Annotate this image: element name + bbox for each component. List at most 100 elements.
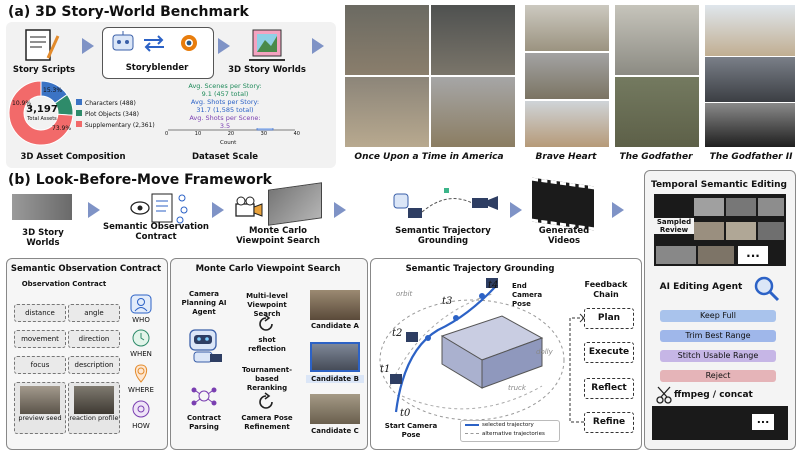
film1-photo-top2 bbox=[430, 4, 516, 76]
story-worlds-label: 3D Story Worlds bbox=[228, 65, 306, 75]
story-world-icon bbox=[249, 29, 285, 61]
arrow-b5 bbox=[612, 202, 624, 218]
mc-panel-title: Monte Carlo Viewpoint Search bbox=[195, 264, 341, 274]
camera-icon bbox=[235, 196, 263, 217]
review-frame bbox=[698, 246, 734, 264]
tick: 0 bbox=[165, 131, 169, 137]
chip-angle: angle bbox=[68, 304, 120, 322]
how-icon bbox=[132, 400, 150, 418]
film2-photo-bottom bbox=[524, 100, 610, 148]
chip-direction: direction bbox=[68, 330, 120, 348]
legend-item: Supplementary (2,361) bbox=[76, 120, 155, 131]
contract-icon bbox=[130, 193, 188, 224]
candidate-b-photo bbox=[310, 342, 360, 372]
film2-photo-top bbox=[524, 4, 610, 52]
review-dots: ... bbox=[738, 246, 768, 264]
legend-item: Characters (488) bbox=[76, 98, 155, 109]
legend-item: Plot Objects (348) bbox=[76, 109, 155, 120]
t1-label: t1 bbox=[380, 364, 391, 375]
preview-seed-label: preview seed bbox=[18, 414, 62, 422]
t0-label: t0 bbox=[400, 408, 411, 419]
arrow-a2 bbox=[218, 38, 230, 54]
legend-characters: Characters (488) bbox=[85, 100, 136, 107]
review-frame bbox=[694, 198, 724, 216]
planning-robot-icon bbox=[189, 329, 222, 363]
step-label-worlds: 3D Story Worlds bbox=[22, 228, 64, 248]
review-frame bbox=[656, 246, 696, 264]
legend-supp: Supplementary (2,361) bbox=[85, 122, 155, 129]
boxplot-axis bbox=[168, 128, 295, 131]
film-caption-2: Brave Heart bbox=[535, 152, 597, 162]
temporal-editing-title: Temporal Semantic Editing bbox=[651, 180, 787, 190]
arrow-b4 bbox=[510, 202, 522, 218]
film4-photo-mid bbox=[704, 56, 796, 104]
t3-label: t3 bbox=[442, 296, 453, 307]
start-pose-label: Start Camera Pose bbox=[384, 422, 438, 439]
chain-refine: Refine bbox=[584, 412, 634, 433]
legend-line-dashed bbox=[465, 433, 479, 434]
who-label: WHO bbox=[132, 316, 150, 324]
donut-slice-supp bbox=[8, 80, 74, 146]
blender-icon bbox=[181, 35, 197, 51]
when-label: WHEN bbox=[130, 350, 152, 358]
review-frame bbox=[758, 222, 784, 240]
review-frame bbox=[726, 222, 756, 240]
donut-pct-supp: 73.9% bbox=[52, 125, 72, 132]
tick: 10 bbox=[194, 131, 202, 137]
legend-swatch bbox=[76, 99, 82, 105]
robot-icon bbox=[112, 31, 134, 51]
tournament-label: Tournament-based Reranking bbox=[241, 366, 293, 392]
t2-label: t2 bbox=[392, 328, 403, 339]
donut-center-label: Total Assets bbox=[27, 116, 57, 122]
film3-photo-top bbox=[614, 4, 700, 76]
preview-seed-tile: preview seed bbox=[14, 382, 66, 434]
candidate-c-photo bbox=[310, 394, 360, 424]
donut-legend: Characters (488) Plot Objects (348) Supp… bbox=[76, 98, 155, 131]
reaction-profile-label: reaction profile bbox=[69, 414, 119, 422]
shot-reflection-label: shot reflection bbox=[248, 336, 286, 353]
script-icon bbox=[25, 29, 60, 61]
asset-composition-label: 3D Asset Composition bbox=[20, 152, 126, 162]
stat-shots-scene: Avg. Shots per Scene: bbox=[189, 114, 261, 122]
chip-movement: movement bbox=[14, 330, 66, 348]
film-caption-1: Once Upon a Time in America bbox=[354, 152, 504, 162]
trajectory-icon bbox=[393, 188, 498, 218]
film1-photo-top bbox=[344, 4, 430, 76]
part-b-title: (b) Look-Before-Move Framework bbox=[8, 172, 272, 188]
donut-pct-characters: 15.3% bbox=[43, 87, 63, 94]
storyblender-box bbox=[102, 27, 214, 79]
donut-pct-plot: 10.9% bbox=[12, 100, 32, 107]
legend-plot: Plot Objects (348) bbox=[85, 111, 139, 118]
film3-photo-bottom bbox=[614, 76, 700, 148]
ffmpeg-label: ffmpeg / concat bbox=[674, 390, 753, 400]
chip-focus: focus bbox=[14, 356, 66, 374]
film1-photo-bottom2 bbox=[430, 76, 516, 148]
storyblender-label: Storyblender bbox=[125, 63, 189, 73]
film-caption-3: The Godfather bbox=[619, 152, 693, 162]
scissors-icon bbox=[656, 386, 672, 404]
end-pose-label: End Camera Pose bbox=[512, 282, 543, 308]
candidate-b-label: Candidate B bbox=[306, 375, 364, 383]
step-label-videos: Generated Videos bbox=[538, 226, 590, 246]
tick: 30 bbox=[260, 131, 268, 137]
sampled-review-label: Sampled Review bbox=[654, 218, 694, 234]
mc-agent-label: Camera Planning AI Agent bbox=[181, 290, 227, 316]
contract-panel-title: Semantic Observation Contract bbox=[10, 264, 162, 274]
review-frame bbox=[726, 198, 756, 216]
preview-seed-photo bbox=[20, 386, 60, 414]
film4-photo-top bbox=[704, 4, 796, 58]
swap-arrows-icon bbox=[144, 35, 164, 52]
review-frame bbox=[758, 198, 784, 216]
refine-cycle-icon bbox=[259, 392, 273, 409]
action-trim: Trim Best Range bbox=[660, 330, 776, 342]
film4-photo-bottom bbox=[704, 102, 796, 148]
feedback-loop bbox=[569, 313, 585, 423]
contract-parsing-icon bbox=[191, 387, 217, 406]
action-stitch: Stitch Usable Range bbox=[660, 350, 776, 362]
orbit-label: orbit bbox=[396, 290, 413, 298]
candidate-a-label: Candidate A bbox=[311, 322, 359, 330]
donut-center-value: 3,197 bbox=[26, 104, 58, 115]
reflection-cycle-icon bbox=[259, 314, 273, 331]
legend-selected-text: selected trajectory bbox=[482, 422, 534, 428]
when-icon bbox=[132, 329, 150, 347]
